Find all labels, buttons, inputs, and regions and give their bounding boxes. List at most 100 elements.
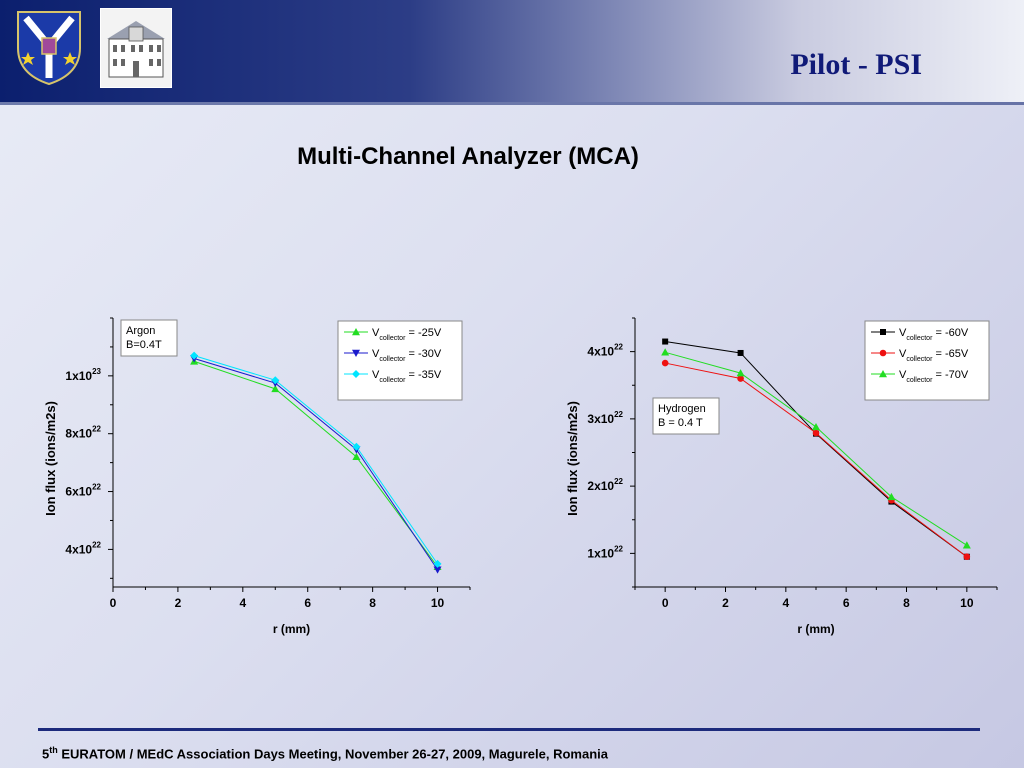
legend-label: Vcollector = -60V (899, 327, 969, 342)
header-title: Pilot - PSI (790, 48, 922, 81)
x-tick-label: 10 (431, 596, 445, 610)
annotation-line: Argon (126, 325, 155, 337)
legend-label: Vcollector = -65V (899, 348, 969, 363)
y-tick-label: 3x1022 (587, 410, 623, 426)
slide-title: Multi-Channel Analyzer (MCA) (297, 143, 639, 170)
annotation-box (652, 397, 720, 435)
legend-swatch-marker (880, 329, 886, 335)
annotation-line: Hydrogen (658, 403, 706, 415)
university-crest-logo (17, 11, 81, 86)
x-tick-label: 0 (662, 596, 669, 610)
data-point (963, 553, 971, 561)
data-point (662, 338, 669, 345)
data-point (887, 492, 896, 501)
y-tick-label: 4x1022 (65, 540, 101, 556)
x-tick-label: 6 (304, 596, 311, 610)
data-point (352, 452, 361, 461)
annotation: Hydrogen B = 0.4 T (652, 397, 720, 435)
y-tick-mantissa: 3x10 (587, 412, 614, 426)
x-tick-label: 0 (110, 596, 117, 610)
data-point (433, 559, 442, 568)
legend-label: Vcollector = -35V (372, 369, 442, 384)
y-tick-exponent: 22 (92, 425, 101, 434)
annotation-box (120, 319, 178, 357)
data-point (661, 348, 670, 356)
series-3 (190, 351, 442, 568)
series-line (193, 355, 438, 565)
series-line (193, 360, 438, 568)
annotation-line: B=0.4T (126, 339, 162, 351)
data-point (433, 566, 442, 574)
y-tick-exponent: 22 (92, 540, 101, 549)
legend-label-v: V (372, 348, 380, 360)
y-tick-exponent: 23 (92, 367, 101, 376)
legend-label-sub: collector (906, 377, 933, 384)
legend-swatch-marker (352, 349, 360, 357)
y-tick-exponent: 22 (614, 343, 623, 352)
footer-divider (38, 728, 980, 731)
legend-item: Vcollector = -35V (344, 369, 442, 384)
x-tick-label: 8 (369, 596, 376, 610)
y-tick-mantissa: 6x10 (65, 485, 92, 499)
y-axis-label: Ion flux (ions/m2s) (565, 401, 580, 516)
footer-ordinal-suffix: th (49, 745, 58, 755)
y-tick-exponent: 22 (92, 483, 101, 492)
y-tick-label: 4x1022 (587, 343, 623, 359)
header-divider (0, 102, 1024, 105)
data-point (271, 376, 280, 385)
y-tick-label: 6x1022 (65, 483, 101, 499)
x-axis-label: r (mm) (273, 622, 310, 636)
y-tick-mantissa: 8x10 (65, 427, 92, 441)
footer-text: 5th EURATOM / MEdC Association Days Meet… (42, 745, 608, 761)
legend-item: Vcollector = -70V (871, 369, 969, 384)
y-tick-exponent: 22 (614, 477, 623, 486)
legend-item: Vcollector = -60V (871, 327, 969, 342)
x-tick-label: 2 (175, 596, 182, 610)
legend-label: Vcollector = -25V (372, 327, 442, 342)
x-tick-label: 4 (239, 596, 246, 610)
y-tick-label: 1x1023 (65, 367, 101, 383)
legend-label-value: = -65V (932, 348, 968, 360)
series-line (193, 358, 438, 570)
legend-label: Vcollector = -70V (899, 369, 969, 384)
y-tick-mantissa: 1x10 (587, 546, 614, 560)
legend-label-value: = -60V (932, 327, 968, 339)
legend-label-sub: collector (379, 335, 406, 342)
series-1 (190, 357, 442, 570)
footer-meeting: EURATOM / MEdC Association Days Meeting,… (57, 746, 608, 762)
data-point (352, 442, 361, 451)
y-tick-label: 2x1022 (587, 477, 623, 493)
x-tick-label: 2 (722, 596, 729, 610)
x-axis-label: r (mm) (797, 622, 834, 636)
legend-label-value: = -25V (405, 327, 441, 339)
data-point (271, 384, 280, 393)
annotation-line: B = 0.4 T (658, 417, 703, 429)
legend-swatch-marker (879, 370, 887, 378)
legend-label-v: V (372, 369, 380, 381)
x-tick-label: 4 (782, 596, 789, 610)
legend-label-v: V (899, 369, 907, 381)
data-point (736, 369, 745, 377)
legend-label: Vcollector = -30V (372, 348, 442, 363)
y-tick-exponent: 22 (614, 410, 623, 419)
data-point (737, 349, 744, 356)
legend-label-sub: collector (379, 377, 406, 384)
data-point (190, 351, 199, 360)
institute-building-logo (100, 8, 172, 88)
y-tick-mantissa: 4x10 (65, 542, 92, 556)
legend-item: Vcollector = -25V (344, 327, 442, 342)
y-tick-exponent: 22 (614, 544, 623, 553)
legend-swatch-marker (879, 349, 887, 357)
y-tick-label: 1x1022 (587, 544, 623, 560)
legend-label-sub: collector (379, 356, 406, 363)
legend-label-v: V (372, 327, 380, 339)
y-tick-label: 8x1022 (65, 425, 101, 441)
legend-swatch-marker (352, 370, 360, 378)
y-tick-mantissa: 1x10 (65, 369, 92, 383)
y-tick-mantissa: 2x10 (587, 479, 614, 493)
footer-ordinal: 5 (42, 746, 50, 762)
